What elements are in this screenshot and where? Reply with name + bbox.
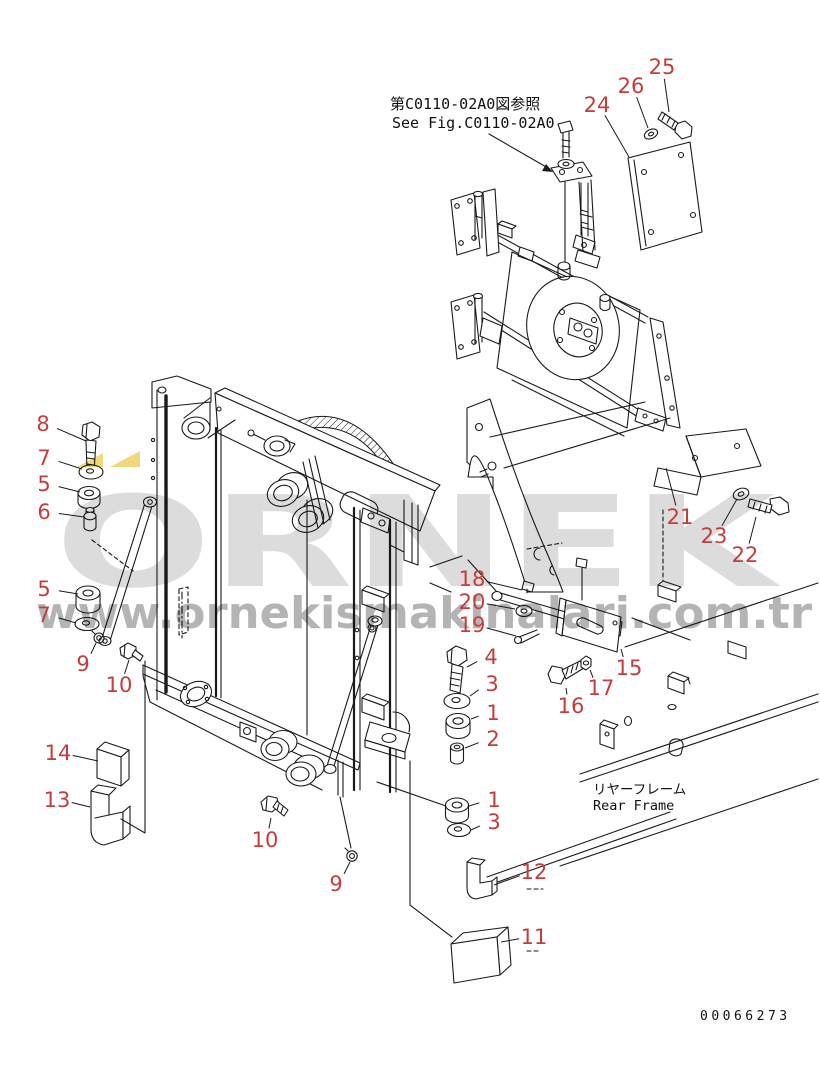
part-callout-18: 18 (459, 567, 486, 591)
part-callout-20: 20 (459, 590, 486, 614)
part-callout-4: 4 (484, 645, 497, 669)
part-callout-3: 3 (485, 672, 498, 696)
leader-line-14 (72, 754, 99, 762)
leader-line-9 (343, 861, 351, 875)
part-callout-24: 24 (584, 93, 611, 117)
leader-line-6 (58, 512, 85, 518)
part-callout-10: 10 (252, 828, 279, 852)
part-callout-16: 16 (558, 694, 585, 718)
part-callouts: 2526248756579101413109182019431213121115… (36, 55, 758, 949)
text-labels: 第C0110-02A0図参照 See Fig.C0110-02A0 リヤーフレー… (390, 95, 791, 1024)
leader-line-23 (721, 498, 738, 527)
leader-line-20 (486, 603, 516, 610)
part-callout-8: 8 (36, 412, 49, 436)
part-callout-1: 1 (487, 788, 500, 812)
bracket-24-assembly (550, 111, 703, 269)
leader-line-25 (663, 78, 670, 113)
part-callout-1: 1 (486, 701, 499, 725)
part-callout-14: 14 (45, 741, 72, 765)
cushion-blocks (90, 741, 544, 984)
rear-frame-label-en: Rear Frame (593, 798, 674, 814)
leader-line-17 (589, 669, 594, 678)
leader-line-12 (493, 875, 520, 886)
document-number: 00066273 (700, 1009, 791, 1024)
watermark-brand-text: ORNEK (55, 469, 781, 616)
leader-line-4 (466, 661, 478, 668)
leader-line-15 (620, 648, 624, 658)
tie-rod-and-mount-plate (429, 547, 623, 685)
part-callout-13: 13 (44, 788, 71, 812)
part-callout-26: 26 (618, 74, 645, 98)
watermark-accent-triangle (77, 453, 103, 467)
leader-line-22 (748, 516, 757, 544)
leader-line-11 (500, 938, 520, 943)
leader-line-26 (636, 96, 649, 129)
part-callout-9: 9 (76, 652, 89, 676)
part-callout-25: 25 (649, 55, 676, 79)
leader-line-9 (90, 642, 97, 655)
leader-line-24 (604, 114, 630, 158)
part-callout-5: 5 (37, 472, 50, 496)
part-callout-9: 9 (329, 872, 342, 896)
leader-line-8 (56, 427, 87, 442)
part-callout-19: 19 (459, 613, 486, 637)
part-callout-5: 5 (37, 577, 50, 601)
callout-leader-lines (56, 78, 757, 943)
part-callout-15: 15 (616, 656, 643, 680)
watermark-url-text: www.ornekismakinalari.com.tr (36, 588, 812, 639)
leader-line-18 (486, 581, 523, 591)
rear-frame-lines (486, 509, 819, 885)
part-callout-7: 7 (37, 603, 50, 627)
baffle-plate (466, 398, 671, 593)
watermark-accent-triangle (110, 451, 140, 467)
leader-line-21 (665, 467, 677, 506)
part-callout-11: 11 (521, 925, 548, 949)
part-callout-3: 3 (487, 810, 500, 834)
bracket-21-assembly (653, 428, 790, 516)
watermark: ORNEK www.ornekismakinalari.com.tr (36, 451, 812, 639)
leader-line-10 (124, 659, 130, 675)
leader-line-5 (58, 486, 81, 493)
leader-line-13 (71, 802, 91, 808)
leader-line-7 (58, 617, 77, 624)
leader-line-5 (58, 590, 79, 595)
leader-line-1 (468, 802, 480, 807)
leader-line-16 (565, 687, 568, 695)
part-callout-7: 7 (37, 446, 50, 470)
left-fastener-parts (74, 421, 189, 662)
radiator-assembly (98, 375, 441, 798)
reference-note-jp: 第C0110-02A0図参照 (390, 95, 540, 113)
rear-frame-label-jp: リヤーフレーム (593, 782, 686, 798)
diagram-line-art (74, 111, 819, 984)
part-callout-2: 2 (486, 727, 499, 751)
part-callout-17: 17 (588, 676, 615, 700)
part-callout-21: 21 (667, 505, 694, 529)
leader-line-3 (469, 689, 480, 697)
leader-line-10 (268, 817, 272, 829)
leader-line-2 (464, 742, 479, 749)
leader-line-3 (470, 825, 481, 831)
part-callout-23: 23 (701, 524, 728, 548)
part-callout-10: 10 (106, 673, 133, 697)
part-callout-12: 12 (521, 860, 548, 884)
part-callout-22: 22 (732, 543, 759, 567)
bottom-fastener-parts (260, 645, 472, 862)
structural-leader-lines (120, 133, 553, 938)
leader-line-19 (486, 627, 517, 637)
part-callout-6: 6 (37, 500, 50, 524)
leader-line-7 (58, 460, 83, 470)
leader-line-1 (470, 715, 479, 720)
fan-guard-assembly (450, 181, 681, 437)
reference-note-en: See Fig.C0110-02A0 (392, 114, 555, 132)
